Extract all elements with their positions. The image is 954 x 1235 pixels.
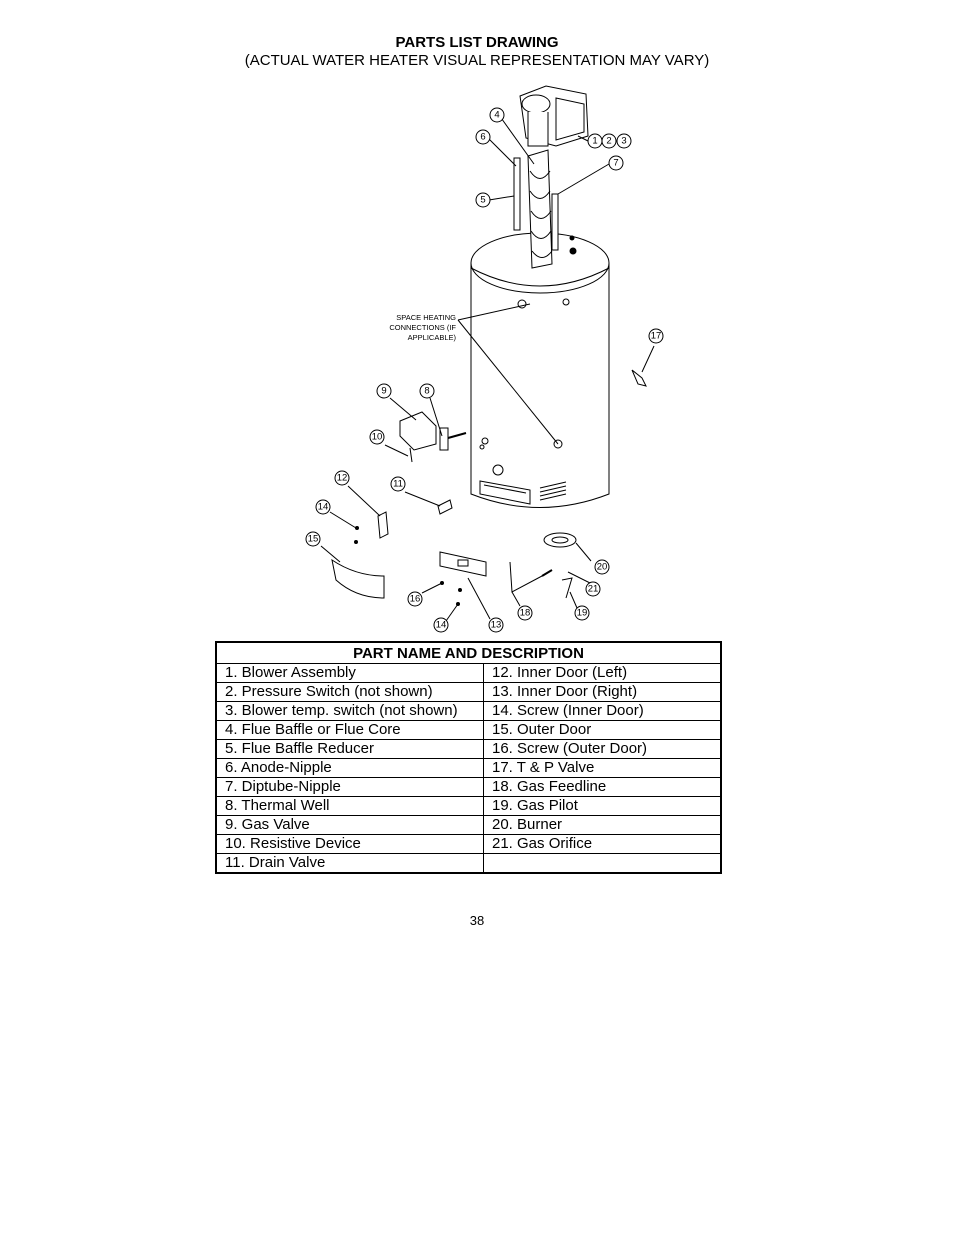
callout-4: 4 (494, 110, 499, 121)
parts-drawing: 1 2 3 4 5 6 7 8 9 10 11 12 13 14 14 15 1… (290, 76, 690, 638)
callout-14-upper: 14 (318, 502, 329, 513)
part-cell: 10. Resistive Device (215, 834, 484, 854)
part-cell: 15. Outer Door (483, 720, 722, 740)
part-cell: 2. Pressure Switch (not shown) (215, 682, 484, 702)
part-cell: 1. Blower Assembly (215, 663, 484, 683)
inner-door-right (439, 551, 487, 577)
callout-16: 16 (410, 594, 421, 605)
table-row: 11. Drain Valve (215, 853, 722, 874)
tank-body (470, 263, 610, 508)
part-cell: 16. Screw (Outer Door) (483, 739, 722, 759)
page-subtitle: (ACTUAL WATER HEATER VISUAL REPRESENTATI… (244, 52, 710, 69)
callout-5: 5 (480, 195, 485, 206)
part-cell: 8. Thermal Well (215, 796, 484, 816)
callout-19: 19 (577, 608, 588, 619)
part-cell: 3. Blower temp. switch (not shown) (215, 701, 484, 721)
part-cell: 6. Anode-Nipple (215, 758, 484, 778)
parts-table: PART NAME AND DESCRIPTION 1. Blower Asse… (215, 641, 722, 874)
gas-valve (399, 411, 437, 451)
part-cell: 4. Flue Baffle or Flue Core (215, 720, 484, 740)
part-cell: 19. Gas Pilot (483, 796, 722, 816)
part-cell: 11. Drain Valve (215, 853, 484, 874)
callout-1: 1 (592, 136, 597, 147)
burner (543, 532, 577, 548)
note-line-3: APPLICABLE) (408, 333, 457, 342)
part-cell (483, 853, 722, 874)
part-cell: 14. Screw (Inner Door) (483, 701, 722, 721)
part-cell: 7. Diptube-Nipple (215, 777, 484, 797)
callout-11: 11 (393, 479, 403, 490)
outer-door (331, 558, 385, 599)
note-line-1: SPACE HEATING (396, 313, 456, 322)
callout-6: 6 (480, 132, 485, 143)
callout-14-lower: 14 (436, 620, 447, 631)
part-cell: 21. Gas Orifice (483, 834, 722, 854)
callout-7: 7 (613, 158, 618, 169)
callout-13: 13 (491, 620, 502, 631)
callout-20: 20 (597, 562, 608, 573)
callout-3: 3 (621, 136, 626, 147)
page-title: PARTS LIST DRAWING (395, 34, 559, 51)
table-header-row: PART NAME AND DESCRIPTION (215, 641, 722, 664)
page-number: 38 (469, 913, 485, 928)
callout-17: 17 (651, 331, 662, 342)
table-header: PART NAME AND DESCRIPTION (215, 641, 722, 664)
callout-9: 9 (381, 386, 386, 397)
callout-12: 12 (337, 473, 348, 484)
table-row: 3. Blower temp. switch (not shown)14. Sc… (215, 701, 722, 721)
part-cell: 17. T & P Valve (483, 758, 722, 778)
callout-21: 21 (588, 584, 599, 595)
part-cell: 9. Gas Valve (215, 815, 484, 835)
part-cell: 13. Inner Door (Right) (483, 682, 722, 702)
part-cell: 5. Flue Baffle Reducer (215, 739, 484, 759)
part-cell: 18. Gas Feedline (483, 777, 722, 797)
callout-18: 18 (520, 608, 531, 619)
part-cell: 12. Inner Door (Left) (483, 663, 722, 683)
callout-2: 2 (606, 136, 611, 147)
note-line-2: CONNECTIONS (IF (389, 323, 456, 332)
part-cell: 20. Burner (483, 815, 722, 835)
flue-core (527, 149, 553, 269)
callout-8: 8 (424, 386, 429, 397)
callout-10: 10 (372, 432, 383, 443)
water-heater-diagram: 1 2 3 4 5 6 7 8 9 10 11 12 13 14 14 15 1… (305, 85, 664, 633)
callout-15: 15 (308, 534, 319, 545)
table-row: 2. Pressure Switch (not shown)13. Inner … (215, 682, 722, 702)
